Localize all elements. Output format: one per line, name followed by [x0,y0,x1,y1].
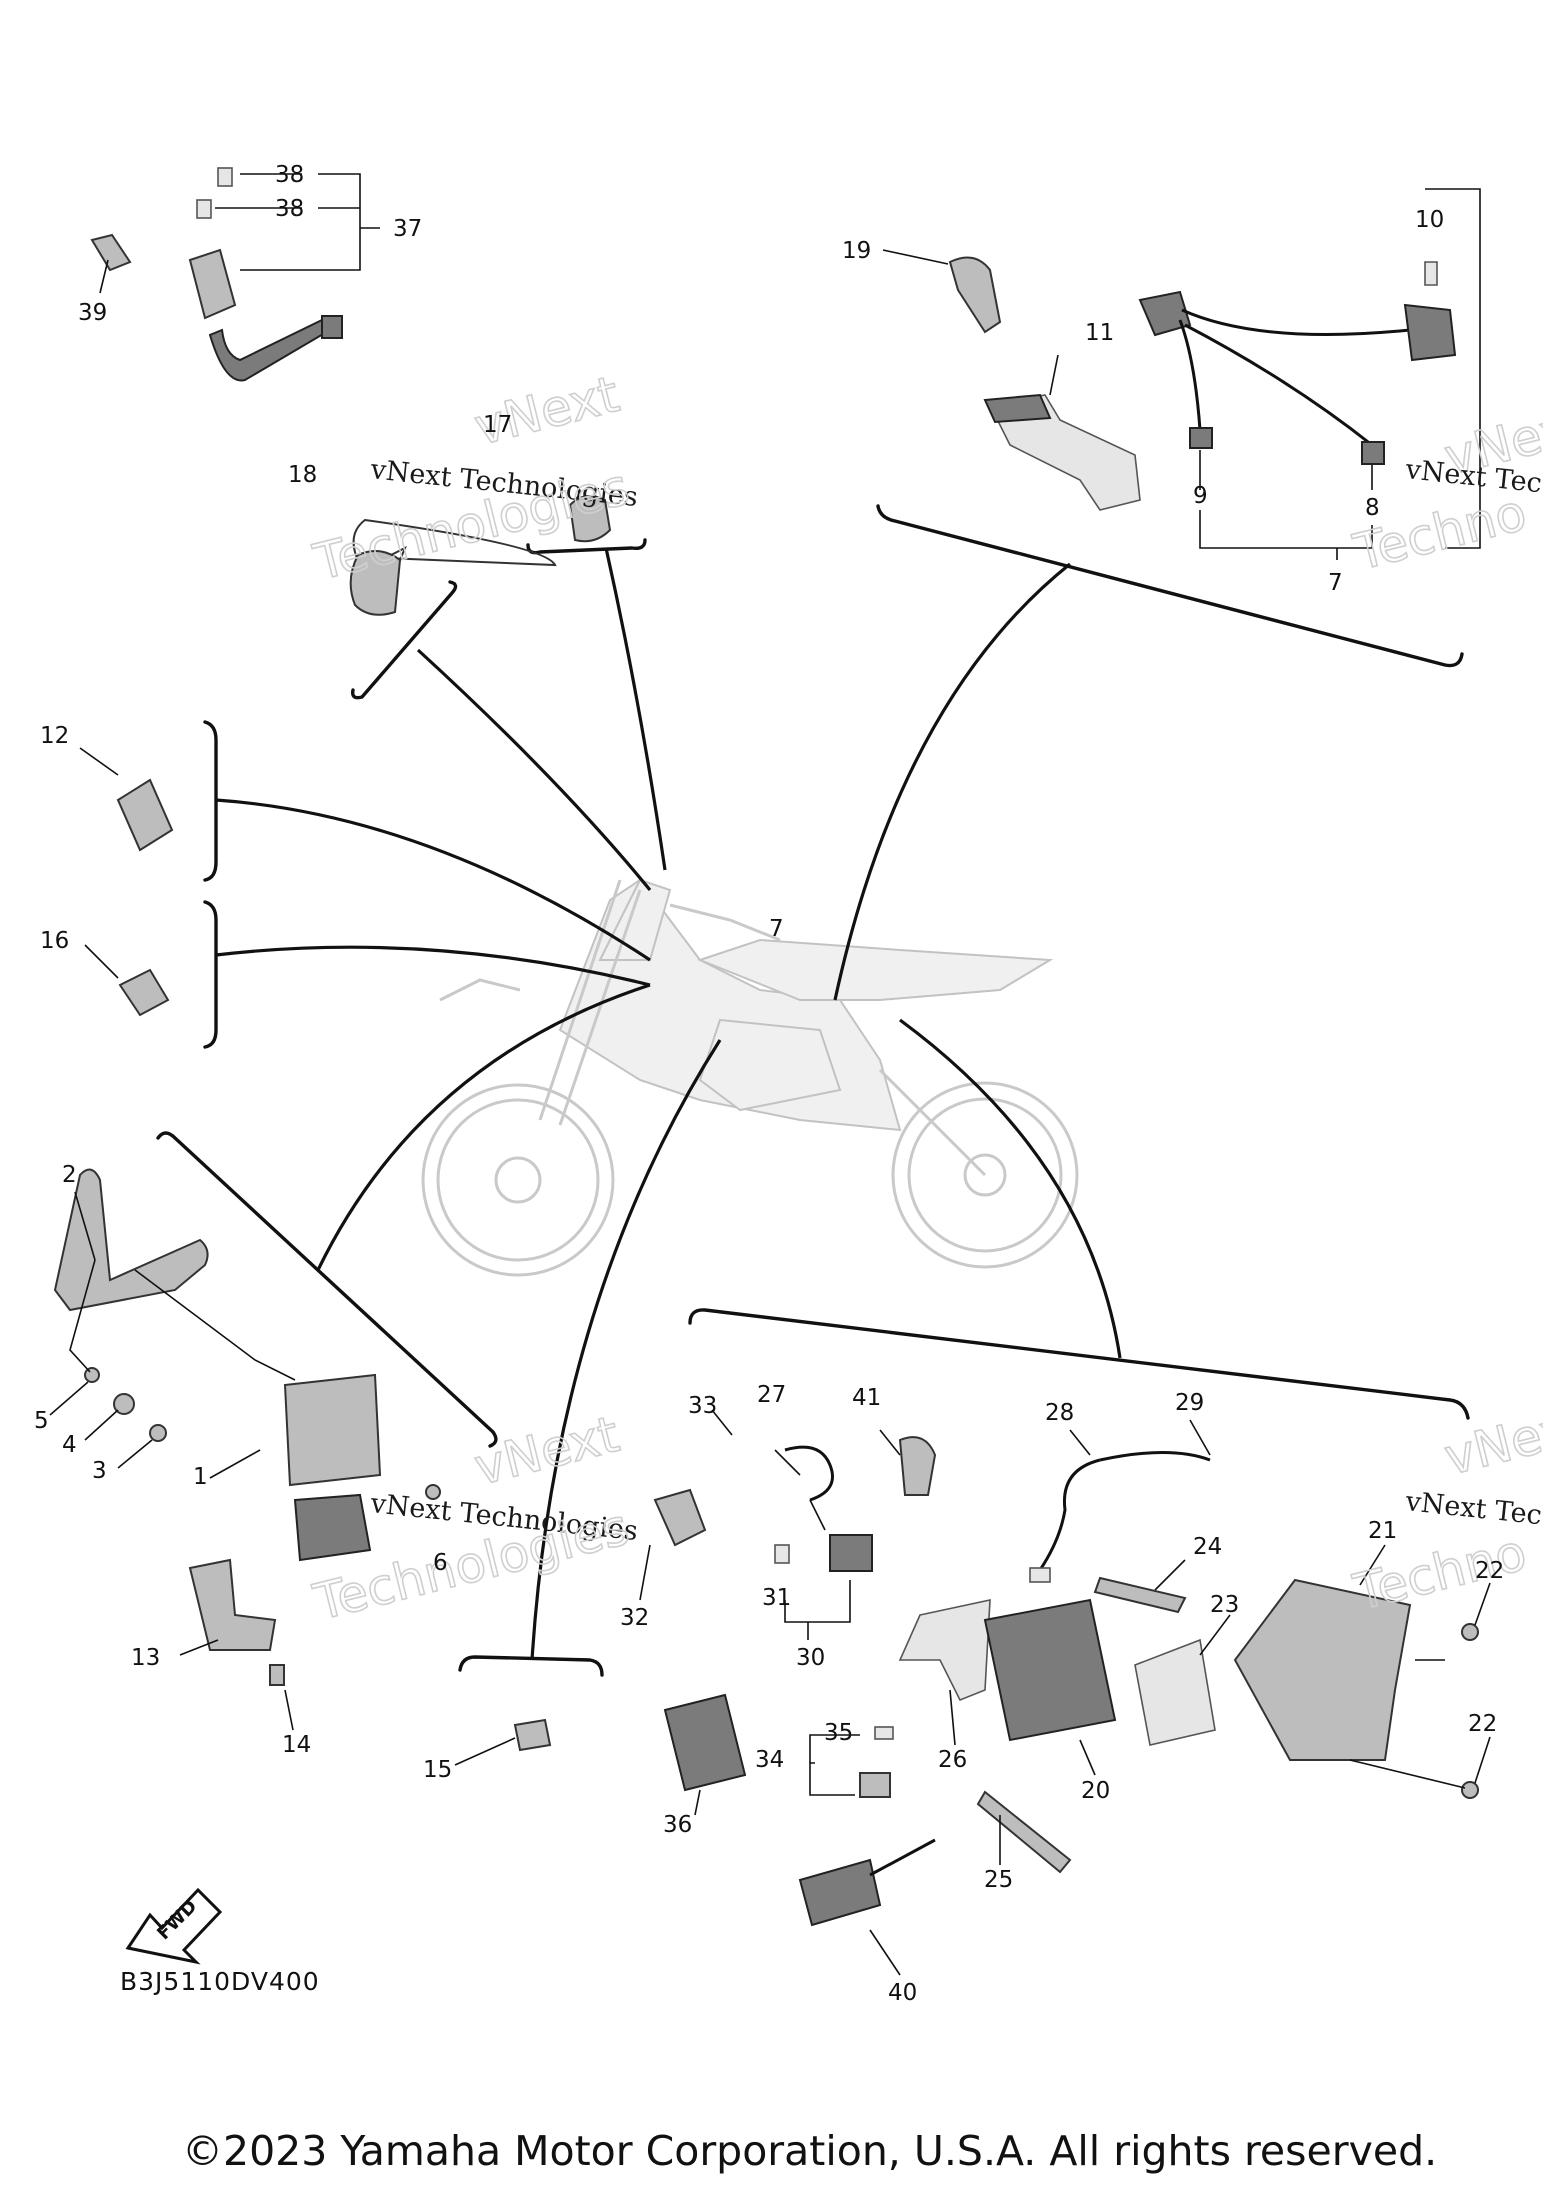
callout-3: 3 [92,1458,107,1484]
callout-23: 23 [1210,1592,1239,1618]
watermark-top: vNext [469,365,625,457]
callout-17: 17 [483,412,512,438]
callout-21: 21 [1368,1518,1397,1544]
callout-22-bottom: 22 [1468,1711,1497,1737]
fwd-arrow-icon: FWD [125,1887,223,1965]
callout-11: 11 [1085,320,1114,346]
callout-19: 19 [842,238,871,264]
callout-labels: 1 2 3 4 5 6 7 7 8 9 10 11 12 13 14 15 16… [34,162,1504,2006]
drawing-code: B3J5110DV400 [120,1967,320,1996]
callout-4: 4 [62,1432,77,1458]
callout-1: 1 [193,1464,208,1490]
callout-34: 34 [755,1747,784,1773]
callout-15: 15 [423,1757,452,1783]
group-brackets [156,504,1470,1677]
watermark-4: vNext vNext Tec Techno [1347,1394,1543,1622]
callout-25: 25 [984,1867,1013,1893]
callout-2: 2 [62,1162,77,1188]
callout-6: 6 [433,1550,448,1576]
motorcycle-illustration [421,878,1079,1277]
callout-8: 8 [1365,495,1380,521]
watermark-1: vNext vNext Technologies Technologies [307,364,639,592]
callout-10: 10 [1415,207,1444,233]
callout-35: 35 [824,1720,853,1746]
callout-5: 5 [34,1408,49,1434]
watermark-3: vNext vNext Tec Techno [1347,394,1543,582]
callout-30: 30 [796,1645,825,1671]
callout-28: 28 [1045,1400,1074,1426]
watermark-top: vNext [1439,1395,1543,1487]
callout-29: 29 [1175,1390,1204,1416]
callout-26: 26 [938,1747,967,1773]
watermark-middle: vNext Tec [1403,1486,1543,1531]
callout-38-top: 38 [275,162,304,188]
callout-7-center: 7 [769,916,784,942]
callout-39: 39 [78,300,107,326]
parts [53,167,1479,1927]
callout-38-bottom: 38 [275,196,304,222]
callout-14: 14 [282,1732,311,1758]
callout-27: 27 [757,1382,786,1408]
callout-40: 40 [888,1980,917,2006]
callout-33: 33 [688,1393,717,1419]
leader-arrows [215,547,1122,1661]
callout-9: 9 [1193,483,1208,509]
callout-12: 12 [40,723,69,749]
callout-13: 13 [131,1645,160,1671]
callout-31: 31 [762,1585,791,1611]
callout-37: 37 [393,216,422,242]
callout-36: 36 [663,1812,692,1838]
callout-22-top: 22 [1475,1558,1504,1584]
callout-24: 24 [1193,1534,1222,1560]
callout-7-top: 7 [1328,570,1343,596]
callout-32: 32 [620,1605,649,1631]
copyright-notice: ©2023 Yamaha Motor Corporation, U.S.A. A… [182,2127,1438,2175]
callout-16: 16 [40,928,69,954]
watermark-top: vNext [469,1405,625,1497]
leader-lines [49,173,1491,1976]
callout-41: 41 [852,1385,881,1411]
callout-20: 20 [1081,1778,1110,1804]
callout-18: 18 [288,462,317,488]
